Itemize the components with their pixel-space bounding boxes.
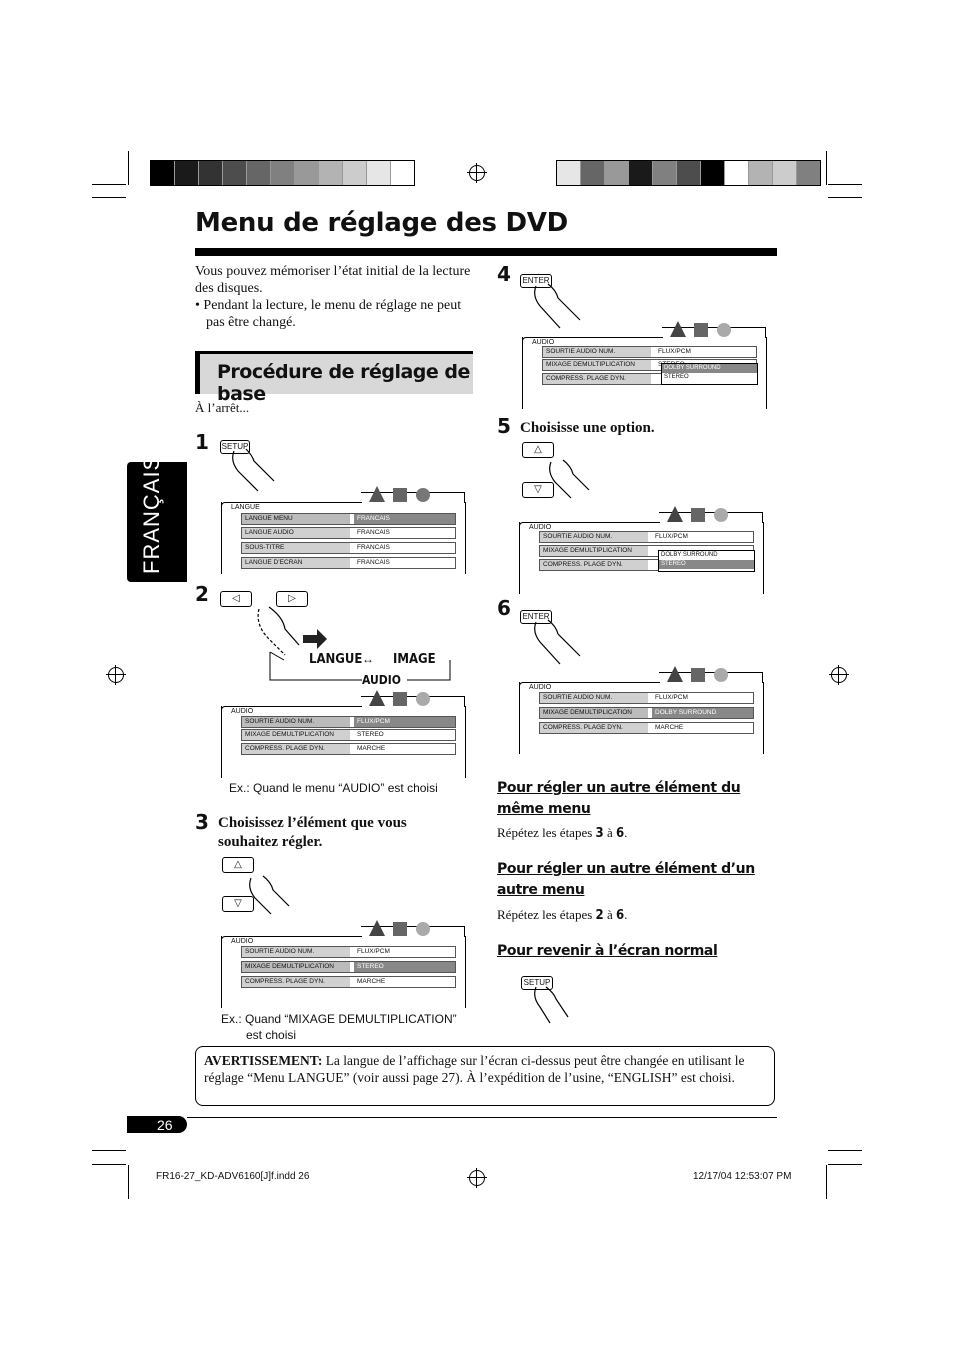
finger-press-icon	[232, 448, 275, 492]
subsection-heading: Pour revenir à l’écran normal	[497, 943, 718, 959]
intro-text: Vous pouvez mémoriser l’état initial de …	[195, 263, 480, 331]
crop-mark	[92, 184, 126, 185]
crop-mark	[92, 197, 126, 198]
registration-mark-icon	[467, 1168, 487, 1188]
audio-screen: AUDIO SOURTIE AUDIO NUM.FLUX/PCM MIXAGE …	[522, 321, 767, 409]
right-arrow-button[interactable]: ▷	[276, 591, 308, 607]
at-stop-text: À l’arrêt...	[195, 400, 250, 415]
footer-rule	[187, 1117, 777, 1118]
crop-mark	[128, 151, 129, 185]
registration-mark-icon	[829, 665, 849, 685]
step-text: Choisisse une option.	[520, 420, 655, 436]
page-number-tab: 26	[127, 1116, 187, 1133]
title-rule	[195, 248, 777, 256]
menu-row: SOURTIE AUDIO NUM.FLUX/PCM	[539, 531, 754, 543]
footer-file-info: FR16-27_KD-ADV6160[J]f.indd 26	[156, 1171, 310, 1182]
menu-tab-icons	[667, 506, 728, 522]
intro-line: Vous pouvez mémoriser l’état initial de …	[195, 264, 471, 296]
audio-screen: AUDIO SOURTIE AUDIO NUM.FLUX/PCM MIXAGE …	[519, 666, 764, 754]
intro-bullet: • Pendant la lecture, le menu de réglage…	[195, 298, 462, 330]
menu-row: SOURTIE AUDIO NUM.FLUX/PCM	[241, 716, 456, 728]
finger-press-icon	[534, 619, 581, 665]
crop-mark	[828, 1150, 862, 1151]
finger-press-icon	[534, 283, 581, 329]
crop-mark	[128, 1165, 129, 1199]
down-arrow-button[interactable]: ▽	[222, 896, 254, 912]
crop-mark	[828, 1164, 862, 1165]
up-arrow-button[interactable]: △	[222, 857, 254, 873]
page-title: Menu de réglage des DVD	[195, 208, 568, 238]
menu-row: COMPRESS. PLAGE DYN.MARCHE	[241, 743, 456, 755]
menu-row: SOURTIE AUDIO NUM.FLUX/PCM	[539, 692, 754, 704]
menu-row: SOURTIE AUDIO NUM.FLUX/PCM	[542, 346, 757, 358]
registration-mark-icon	[467, 163, 487, 183]
step-number: 5	[497, 414, 511, 438]
option-popup: DOLBY SURROUND STEREO	[661, 363, 758, 385]
step-number: 6	[497, 596, 511, 620]
audio-screen: AUDIO SOURTIE AUDIO NUM.FLUX/PCM MIXAGE …	[221, 690, 466, 778]
step-text: Choisissez l’élément que vous souhaitez …	[218, 815, 407, 850]
setup-button[interactable]: SETUP	[521, 976, 553, 990]
option-popup: DOLBY SURROUND STEREO	[658, 550, 755, 572]
crop-mark	[92, 1164, 126, 1165]
audio-screen: AUDIO SOURTIE AUDIO NUM.FLUX/PCM MIXAGE …	[519, 506, 764, 594]
subsection-heading: Pour régler un autre élément du même men…	[497, 780, 741, 817]
nav-langue-label: LANGUE	[309, 652, 363, 667]
menu-nav-diagram	[269, 651, 451, 681]
finger-press-icon	[549, 459, 590, 499]
subsection-heading: Pour régler un autre élément d’un autre …	[497, 861, 755, 898]
crop-mark	[92, 1150, 126, 1151]
crop-mark	[828, 197, 862, 198]
menu-tab-icons	[667, 666, 728, 682]
step-number: 2	[195, 582, 209, 606]
menu-tab-icons	[369, 486, 430, 502]
left-arrow-button[interactable]: ◁	[220, 591, 252, 607]
crop-mark	[828, 184, 862, 185]
audio-screen: AUDIO SOURTIE AUDIO NUM.FLUX/PCM MIXAGE …	[221, 920, 466, 1008]
menu-tab-icons	[670, 321, 731, 337]
color-calibration-bar	[150, 160, 415, 186]
footer-timestamp: 12/17/04 12:53:07 PM	[693, 1171, 792, 1182]
caption: Ex.: Quand “MIXAGE DEMULTIPLICATION”	[221, 1012, 457, 1026]
menu-tab-icons	[369, 690, 430, 706]
subsection-text: Répétez les étapes 2 à 6.	[497, 907, 628, 923]
color-calibration-bar	[556, 160, 821, 186]
step-number: 1	[195, 430, 209, 454]
caption: Ex.: Quand le menu “AUDIO” est choisi	[229, 781, 438, 795]
caption: est choisi	[246, 1028, 297, 1042]
nav-audio-label: AUDIO	[362, 673, 401, 687]
registration-mark-icon	[106, 665, 126, 685]
step-number: 4	[497, 262, 511, 286]
step-number: 3	[195, 810, 209, 834]
menu-row: COMPRESS. PLAGE DYN.MARCHE	[241, 976, 456, 988]
up-arrow-button[interactable]: △	[522, 442, 554, 458]
crop-mark	[826, 151, 827, 185]
finger-press-icon	[257, 606, 327, 656]
finger-press-icon	[249, 875, 290, 915]
crop-mark	[826, 1165, 827, 1199]
nav-image-label: IMAGE	[393, 652, 436, 667]
language-tab: FRANÇAIS	[127, 455, 187, 582]
menu-row: SOURTIE AUDIO NUM.FLUX/PCM	[241, 946, 456, 958]
menu-row: COMPRESS. PLAGE DYN.MARCHE	[539, 722, 754, 734]
setup-button[interactable]: SETUP	[220, 440, 250, 454]
down-arrow-button[interactable]: ▽	[522, 482, 554, 498]
double-arrow-icon: ↔	[362, 652, 374, 666]
subsection-text: Répétez les étapes 3 à 6.	[497, 825, 628, 841]
section-heading: Procédure de réglage de base	[195, 351, 473, 405]
menu-tab-icons	[369, 920, 430, 936]
finger-press-icon	[534, 986, 569, 1024]
warning-box: AVERTISSEMENT: La langue de l’affichage …	[195, 1046, 775, 1106]
